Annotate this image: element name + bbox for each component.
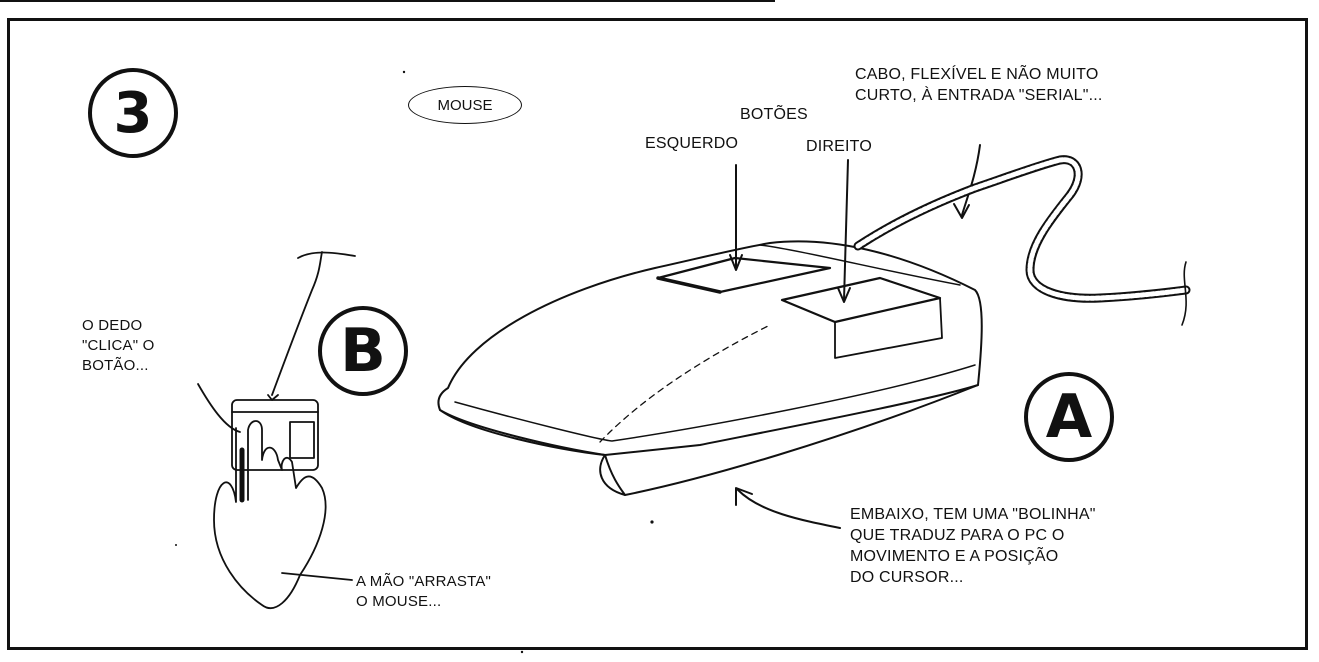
figure-frame <box>7 18 1308 650</box>
ball-label: EMBAIXO, TEM UMA "BOLINHA" QUE TRADUZ PA… <box>850 506 1096 586</box>
part-b-badge: B <box>318 306 408 396</box>
left-button-label: ESQUERDO <box>645 135 739 152</box>
hand <box>213 420 327 610</box>
right-button <box>780 276 942 324</box>
hand-holding-mouse-icon <box>197 251 356 610</box>
mouse-tag-label: MOUSE <box>437 96 493 114</box>
cable-label: CABO, FLEXÍVEL E NÃO MUITO CURTO, À ENTR… <box>855 66 1103 104</box>
finger-label: O DEDO "CLICA" O BOTÃO... <box>82 317 155 374</box>
mouse-tag: MOUSE <box>408 86 522 124</box>
right-button-label: DIREITO <box>806 138 873 155</box>
part-a-letter: A <box>1045 382 1093 452</box>
small-mouse <box>231 399 319 471</box>
hand-label: A MÃO "ARRASTA" O MOUSE... <box>356 573 492 610</box>
specks <box>175 70 654 654</box>
top-rule <box>0 0 775 2</box>
mouse-cable <box>853 155 1191 326</box>
figure-number-badge: 3 <box>88 68 178 158</box>
mouse-front <box>439 384 979 496</box>
computer-mouse-icon <box>437 144 983 529</box>
buttons-title-label: BOTÕES <box>740 106 808 123</box>
part-b-letter: B <box>340 316 386 386</box>
mouse-body-top <box>437 240 983 456</box>
figure-number: 3 <box>113 80 153 146</box>
part-a-badge: A <box>1024 372 1114 462</box>
left-button <box>656 256 832 294</box>
